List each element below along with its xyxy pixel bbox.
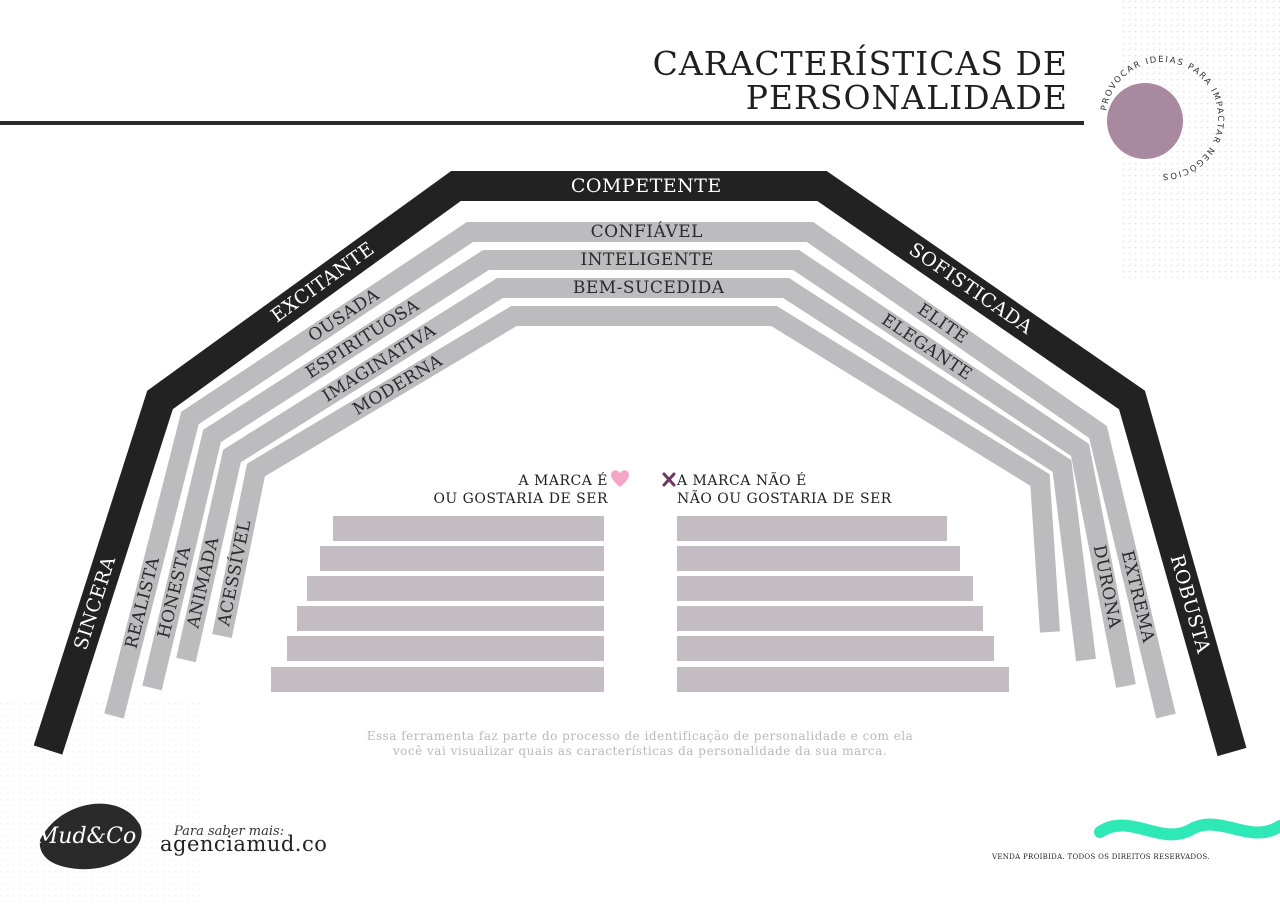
is-answer-bar-3[interactable] (307, 576, 604, 601)
personality-arch (33, 171, 1247, 757)
footnote: Essa ferramenta faz parte do processo de… (300, 729, 980, 759)
inner-band-3 (176, 278, 1096, 663)
website-link[interactable]: agenciamud.co (160, 832, 328, 856)
legend-is-line1: A MARCA É (518, 473, 608, 489)
x-icon (662, 472, 676, 487)
inner-band-4 (212, 306, 1060, 639)
legend-not: A MARCA NÃO É NÃO OU GOSTARIA DE SER (677, 472, 892, 508)
is-answer-bar-5[interactable] (287, 636, 604, 661)
inner-band-2 (142, 250, 1136, 691)
is-answer-bar-4[interactable] (297, 606, 604, 631)
label-robusta: ROBUSTA (1166, 552, 1215, 656)
legend-is: A MARCA É OU GOSTARIA DE SER (433, 472, 608, 508)
is-answer-bar-2[interactable] (320, 546, 604, 571)
label-top-2: INTELIGENTE (580, 250, 713, 270)
not-answer-bar-3[interactable] (677, 576, 973, 601)
footnote-line2: você vai visualizar quais as característ… (392, 744, 888, 758)
not-answer-bar-4[interactable] (677, 606, 983, 631)
mud-co-logo: Mud&Co (35, 803, 142, 870)
label-competente: COMPETENTE (571, 175, 722, 197)
more-info-label: Para saber mais: (174, 824, 285, 839)
page-title-line2: PERSONALIDADE (745, 78, 1068, 117)
not-answer-bar-5[interactable] (677, 636, 994, 661)
is-answer-bar-1[interactable] (333, 516, 604, 541)
label-top-3: BEM-SUCEDIDA (573, 278, 725, 298)
outer-band (33, 171, 1247, 757)
legend-is-line2: OU GOSTARIA DE SER (433, 491, 608, 507)
heart-icon (611, 470, 629, 487)
label-sincera: SINCERA (70, 553, 121, 652)
label-sofisticada: SOFISTICADA (905, 238, 1037, 339)
not-answer-bar-1[interactable] (677, 516, 947, 541)
is-answer-bar-6[interactable] (271, 667, 604, 692)
not-answer-bar-6[interactable] (677, 667, 1009, 692)
stamp-circle (1107, 83, 1183, 159)
header-rule (0, 121, 1084, 125)
inner-band-1 (104, 222, 1176, 719)
legend-not-line1: A MARCA NÃO É (677, 473, 807, 489)
rights-notice: VENDA PROIBIDA. TODOS OS DIREITOS RESERV… (992, 853, 1210, 861)
not-answer-bar-2[interactable] (677, 546, 960, 571)
label-top-1: CONFIÁVEL (591, 221, 703, 242)
wave-decoration (1094, 818, 1280, 841)
answer-bars (271, 516, 1009, 692)
legend-not-line2: NÃO OU GOSTARIA DE SER (677, 491, 892, 507)
logo-text: Mud&Co (35, 824, 136, 849)
page-title-line1: CARACTERÍSTICAS DE (652, 44, 1068, 83)
footnote-line1: Essa ferramenta faz parte do processo de… (366, 729, 914, 743)
